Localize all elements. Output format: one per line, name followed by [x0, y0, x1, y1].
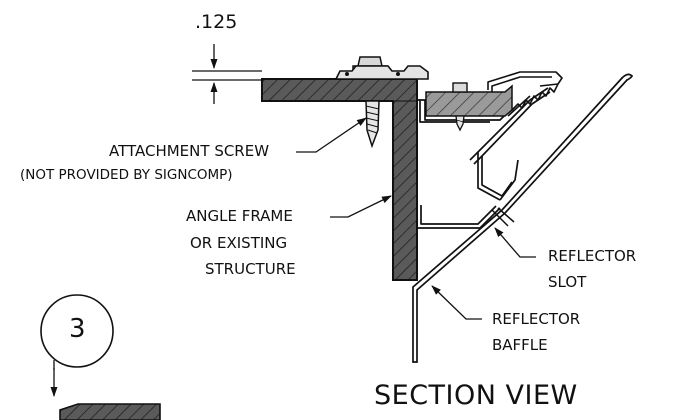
attachment-screw-note: (NOT PROVIDED BY SIGNCOMP): [20, 167, 233, 183]
reflector-slot-label-1: REFLECTOR: [548, 247, 637, 265]
panel-screw: [452, 82, 468, 132]
detail-preview-shape: [59, 403, 161, 420]
angle-frame-label-1: ANGLE FRAME: [186, 207, 293, 225]
reflector-baffle-label-1: REFLECTOR: [492, 310, 581, 328]
attachment-screw-label: ATTACHMENT SCREW: [109, 142, 270, 160]
reflector-baffle-label-2: BAFFLE: [492, 336, 548, 354]
dimension-marks: [192, 44, 262, 104]
clamp-plate: [334, 65, 429, 80]
sign-extrusion: [416, 87, 551, 229]
angle-frame-label-2: OR EXISTING: [190, 234, 288, 252]
detail-callout: [40, 294, 114, 370]
leader-lines: [50, 117, 536, 397]
reflector-slot-label-2: SLOT: [548, 273, 587, 291]
view-title: SECTION VIEW: [374, 380, 578, 411]
reflector-slot: [491, 207, 515, 227]
extrusion-block: [425, 84, 513, 117]
reflector: [412, 73, 633, 363]
angle-frame-label-3: STRUCTURE: [205, 260, 296, 278]
dimension-value: .125: [195, 11, 238, 33]
spring-clip: [487, 71, 563, 117]
callout-number: 3: [69, 314, 86, 344]
